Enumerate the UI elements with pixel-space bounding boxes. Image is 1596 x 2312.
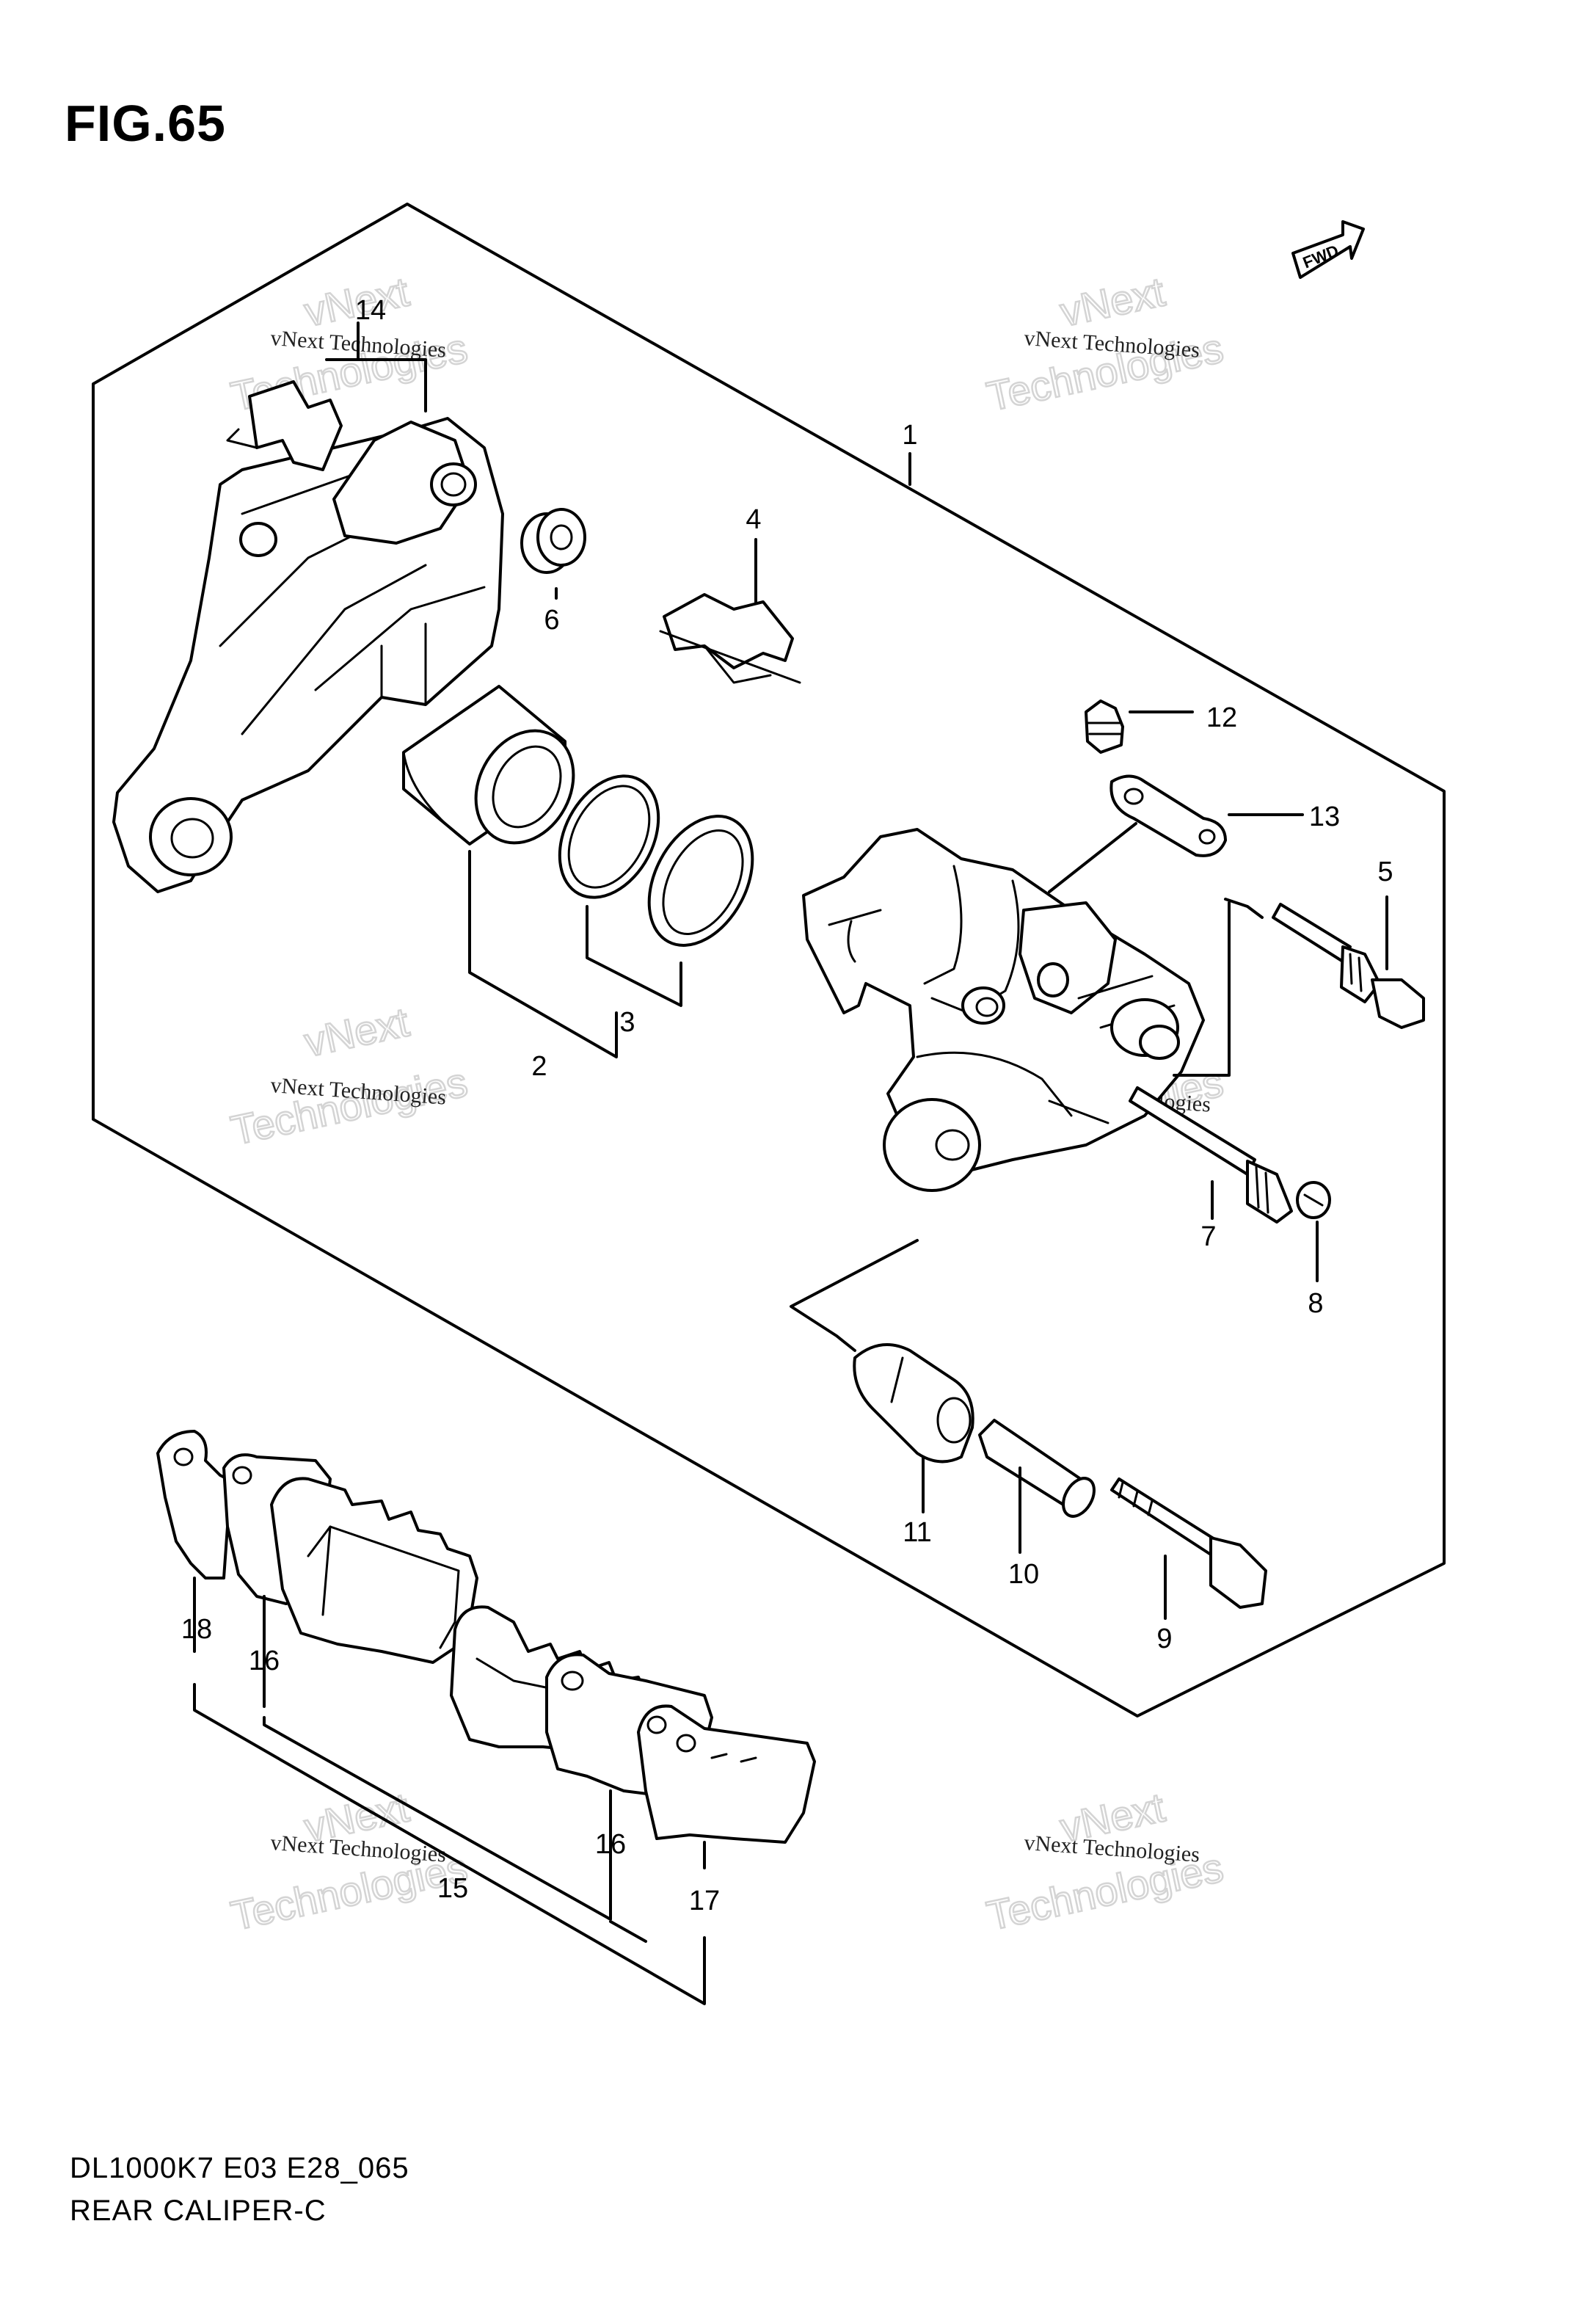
pad-pin-5 xyxy=(1272,903,1425,1029)
slide-boot-11 xyxy=(853,1343,974,1464)
label-part-1: 1 xyxy=(902,420,917,451)
figure-code: DL1000K7 E03 E28_065 xyxy=(70,2152,409,2184)
caliper-bracket xyxy=(112,417,504,893)
brake-pad-shim-18 xyxy=(156,1430,236,1579)
part-labels: 1 2 3 4 5 6 7 8 9 10 11 12 13 14 15 16 1… xyxy=(181,295,1393,1916)
pad-spring-bracket xyxy=(226,380,343,471)
bleeder-cap-13 xyxy=(1109,774,1227,857)
label-part-8: 8 xyxy=(1308,1288,1323,1319)
svg-text:vNext: vNext xyxy=(1056,268,1169,335)
plug-8 xyxy=(1296,1181,1331,1219)
caliper-assembly-boundary xyxy=(92,203,1446,1717)
label-part-10: 10 xyxy=(1008,1559,1039,1590)
brake-pad-shim-17 xyxy=(637,1704,816,1844)
label-part-11: 11 xyxy=(903,1517,931,1548)
svg-text:vNext: vNext xyxy=(300,998,413,1065)
label-part-5: 5 xyxy=(1377,857,1393,887)
label-part-18: 18 xyxy=(181,1614,212,1645)
svg-text:vNext Technologies: vNext Technologies xyxy=(1024,1831,1201,1867)
piston-2 xyxy=(402,685,575,846)
label-part-7: 7 xyxy=(1200,1221,1216,1252)
label-part-9: 9 xyxy=(1156,1624,1172,1654)
fwd-arrow-icon: FWD xyxy=(1291,220,1365,279)
svg-text:FWD: FWD xyxy=(1300,241,1341,272)
dust-seal-3 xyxy=(647,815,754,947)
bolt-9 xyxy=(1110,1477,1267,1609)
watermark-top-right: vNext Technologies vNext Technologies xyxy=(982,267,1228,421)
label-part-2: 2 xyxy=(531,1051,547,1082)
slide-pin-7 xyxy=(1129,1086,1293,1224)
figure-name: REAR CALIPER-C xyxy=(70,2195,327,2227)
label-part-15: 15 xyxy=(437,1873,468,1904)
watermark-bottom-right: vNext Technologies vNext Technologies xyxy=(982,1783,1228,1940)
label-part-16-right: 16 xyxy=(595,1829,626,1860)
label-part-4: 4 xyxy=(746,504,761,535)
piston-seal-3 xyxy=(558,774,660,899)
watermark-bottom-left: vNext Technologies vNext Technologies xyxy=(226,1783,472,1940)
leader-lines xyxy=(193,321,1388,2005)
boot-6 xyxy=(520,508,586,574)
caliper-body xyxy=(802,828,1205,1192)
label-part-6: 6 xyxy=(544,605,559,636)
brake-pad-left xyxy=(270,1477,478,1664)
watermark-mid-left: vNext Technologies vNext Technologies xyxy=(226,997,472,1155)
bleeder-valve-12 xyxy=(1085,699,1124,754)
sleeve-10 xyxy=(978,1419,1096,1518)
figure-title: FIG.65 xyxy=(65,95,226,152)
label-part-14: 14 xyxy=(355,295,386,326)
label-part-13: 13 xyxy=(1309,801,1340,832)
label-part-16-left: 16 xyxy=(249,1646,280,1676)
pad-spring-4 xyxy=(659,593,801,684)
label-part-12: 12 xyxy=(1206,702,1237,733)
label-part-17: 17 xyxy=(689,1886,720,1916)
label-part-3: 3 xyxy=(619,1007,635,1038)
svg-text:vNext Technologies: vNext Technologies xyxy=(270,1831,448,1867)
